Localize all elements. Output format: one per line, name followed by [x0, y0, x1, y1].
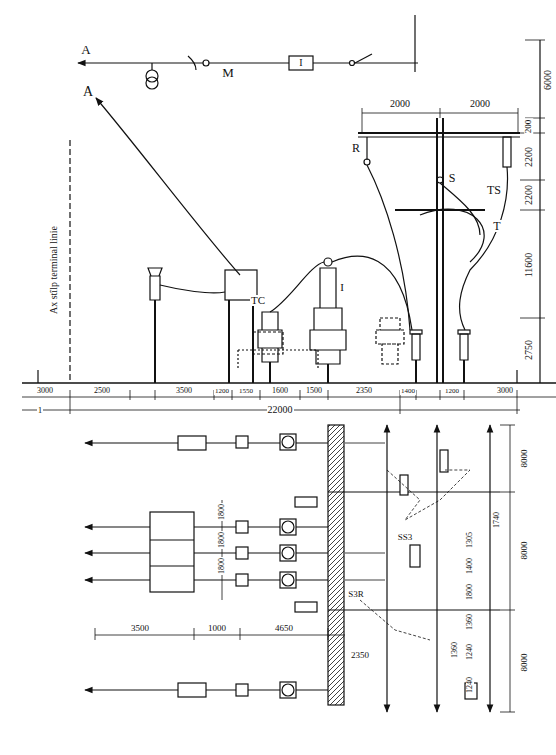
dimension-label: 3500: [130, 624, 150, 633]
dimension-label: 1400: [400, 388, 416, 395]
dimension-label: 2000: [389, 99, 411, 109]
callout-number: 1: [37, 406, 44, 415]
dimension-label: 1800: [218, 503, 226, 521]
dimension-label: 3500: [175, 387, 193, 395]
dimension-label: 8000: [520, 652, 529, 672]
device-letter: I: [298, 58, 303, 68]
dimension-label: 1500: [305, 387, 323, 395]
phase-letter: S: [448, 172, 457, 184]
terminal-letter: A: [80, 43, 91, 56]
dimension-label: 2750: [524, 339, 534, 361]
terminal-letter: A: [82, 85, 94, 99]
phase-letter: R: [351, 142, 361, 154]
dimension-label: 1000: [207, 624, 227, 633]
dimension-label: 2200: [524, 184, 534, 206]
dimension-label: 8000: [520, 448, 529, 468]
device-letter: M: [221, 66, 235, 79]
dimension-label: 8000: [520, 540, 529, 560]
dimension-label: 1800: [218, 531, 226, 549]
phase-letter: T: [492, 220, 501, 232]
dimension-label: 3000: [496, 387, 514, 395]
dimension-label: 1200: [214, 388, 230, 395]
axis-note: Ax stîlp terminal linie: [49, 225, 59, 315]
dimension-label: 1240: [466, 676, 474, 694]
device-label: S3R: [347, 590, 365, 599]
dimension-label: 4650: [274, 624, 294, 633]
device-letter: I: [339, 282, 345, 293]
dimension-label: 1305: [466, 531, 474, 549]
dimension-label: 1800: [466, 583, 474, 601]
dimension-label: 1240: [466, 643, 474, 661]
dimension-label: 1400: [466, 557, 474, 575]
dimension-label: 6000: [543, 69, 553, 91]
dimension-label: 11600: [524, 252, 534, 279]
device-label: SS3: [397, 533, 414, 542]
dimension-label: 200: [525, 118, 534, 134]
device-letter: TC: [250, 295, 266, 306]
dimension-label: 1360: [466, 613, 474, 631]
dimension-label: 1200: [444, 388, 460, 395]
dimension-label: 2500: [93, 387, 111, 395]
dimension-label: 1800: [218, 557, 226, 575]
phase-letter: TS: [486, 184, 502, 196]
dimension-label: 2350: [355, 387, 373, 395]
dimension-label: 2200: [524, 146, 534, 168]
dimension-label: 1550: [238, 388, 254, 395]
dimension-label: 1740: [493, 511, 501, 529]
dimension-label: 2000: [469, 99, 491, 109]
dimension-label: 3000: [36, 387, 54, 395]
dimension-label: 1600: [271, 387, 289, 395]
dimension-label: 1360: [451, 641, 459, 659]
dimension-label: 22000: [267, 405, 294, 415]
dimension-label: 2350: [350, 651, 370, 660]
